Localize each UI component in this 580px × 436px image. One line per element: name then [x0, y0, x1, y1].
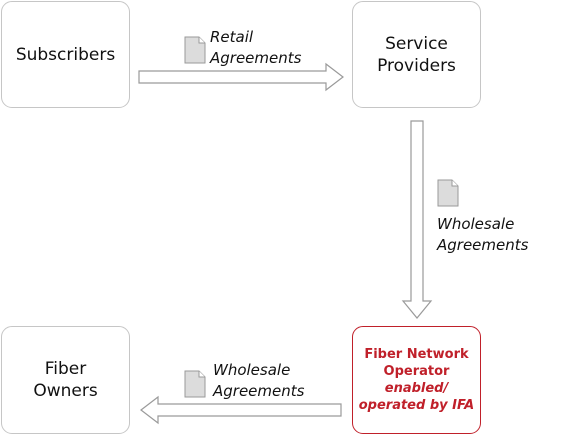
operator-subtitle: enabled/ operated by IFA	[358, 381, 475, 413]
arrow-operator-to-fiber-owners	[140, 395, 342, 425]
operator-title: Fiber Network Operator	[364, 347, 469, 379]
wholesale-agreements-label-horizontal: Wholesale Agreements	[213, 361, 305, 400]
service-providers-node: Service Providers	[352, 1, 481, 108]
wholesale-agreements-label-vertical: Wholesale Agreements	[437, 215, 529, 254]
service-providers-label: Service Providers	[377, 33, 456, 76]
fiber-owners-label: Fiber Owners	[33, 359, 98, 401]
subscribers-node: Subscribers	[1, 1, 130, 108]
fiber-owners-node: Fiber Owners	[1, 326, 130, 434]
arrow-providers-to-operator	[401, 120, 433, 319]
arrow-subscribers-to-providers	[138, 62, 344, 92]
fiber-network-operator-node: Fiber Network Operator enabled/ operated…	[352, 326, 481, 434]
retail-agreements-label: Retail Agreements	[210, 28, 302, 67]
document-icon	[184, 370, 206, 398]
document-icon	[184, 36, 206, 64]
document-icon	[437, 179, 459, 207]
subscribers-label: Subscribers	[15, 44, 116, 65]
